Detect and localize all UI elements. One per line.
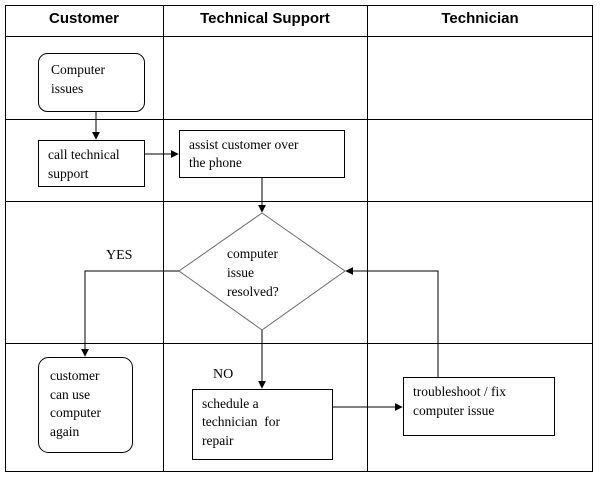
node-assist-customer: assist customer over the phone [179, 130, 345, 178]
node-customer-can-use: customer can use computer again [38, 357, 133, 453]
lane-header-technician: Technician [441, 10, 518, 27]
node-schedule-technician-line-2: technician for [202, 414, 280, 429]
node-resolved-decision-line-1: computer [227, 246, 278, 261]
node-troubleshoot-line-2: computer issue [413, 403, 494, 418]
node-resolved-decision-line-3: resolved? [227, 284, 279, 299]
node-schedule-technician-line-1: schedule a [202, 396, 259, 411]
node-troubleshoot-line-1: troubleshoot / fix [413, 384, 506, 399]
node-computer-issues-line-2: issues [51, 81, 83, 96]
node-schedule-technician-line-3: repair [202, 433, 234, 448]
node-customer-can-use-line-1: customer [50, 368, 100, 383]
node-customer-can-use-shape [38, 357, 133, 453]
lane-header-customer: Customer [49, 10, 119, 27]
node-call-support: call technical support [38, 140, 145, 187]
node-computer-issues-shape [38, 53, 145, 112]
decision-diamond [178, 212, 346, 331]
node-troubleshoot-shape [403, 377, 555, 436]
node-customer-can-use-line-3: computer [50, 405, 101, 420]
arrow-decision-yes [81, 270, 179, 357]
node-assist-customer-shape [179, 130, 345, 178]
diagram-frame [5, 5, 593, 472]
node-computer-issues: Computer issues [38, 53, 145, 112]
node-troubleshoot: troubleshoot / fix computer issue [403, 377, 555, 436]
node-call-support-shape [38, 140, 145, 187]
arrow-troubleshoot-to-decision [345, 267, 439, 377]
node-resolved-decision: computer issue resolved? [178, 212, 346, 331]
node-call-support-line-1: call technical [48, 147, 120, 162]
node-computer-issues-line-1: Computer [51, 62, 105, 77]
node-assist-customer-line-2: the phone [189, 155, 242, 170]
node-schedule-technician-shape [192, 389, 333, 460]
node-customer-can-use-line-2: can use [50, 387, 90, 402]
node-resolved-decision-line-2: issue [227, 265, 254, 280]
node-customer-can-use-line-4: again [50, 424, 79, 439]
node-schedule-technician: schedule a technician for repair [192, 389, 333, 460]
node-assist-customer-line-1: assist customer over [189, 137, 299, 152]
edge-label-yes: YES [106, 248, 132, 263]
lane-header-technical-support: Technical Support [200, 10, 330, 27]
edge-label-no: NO [213, 367, 233, 382]
node-call-support-line-2: support [48, 166, 89, 181]
